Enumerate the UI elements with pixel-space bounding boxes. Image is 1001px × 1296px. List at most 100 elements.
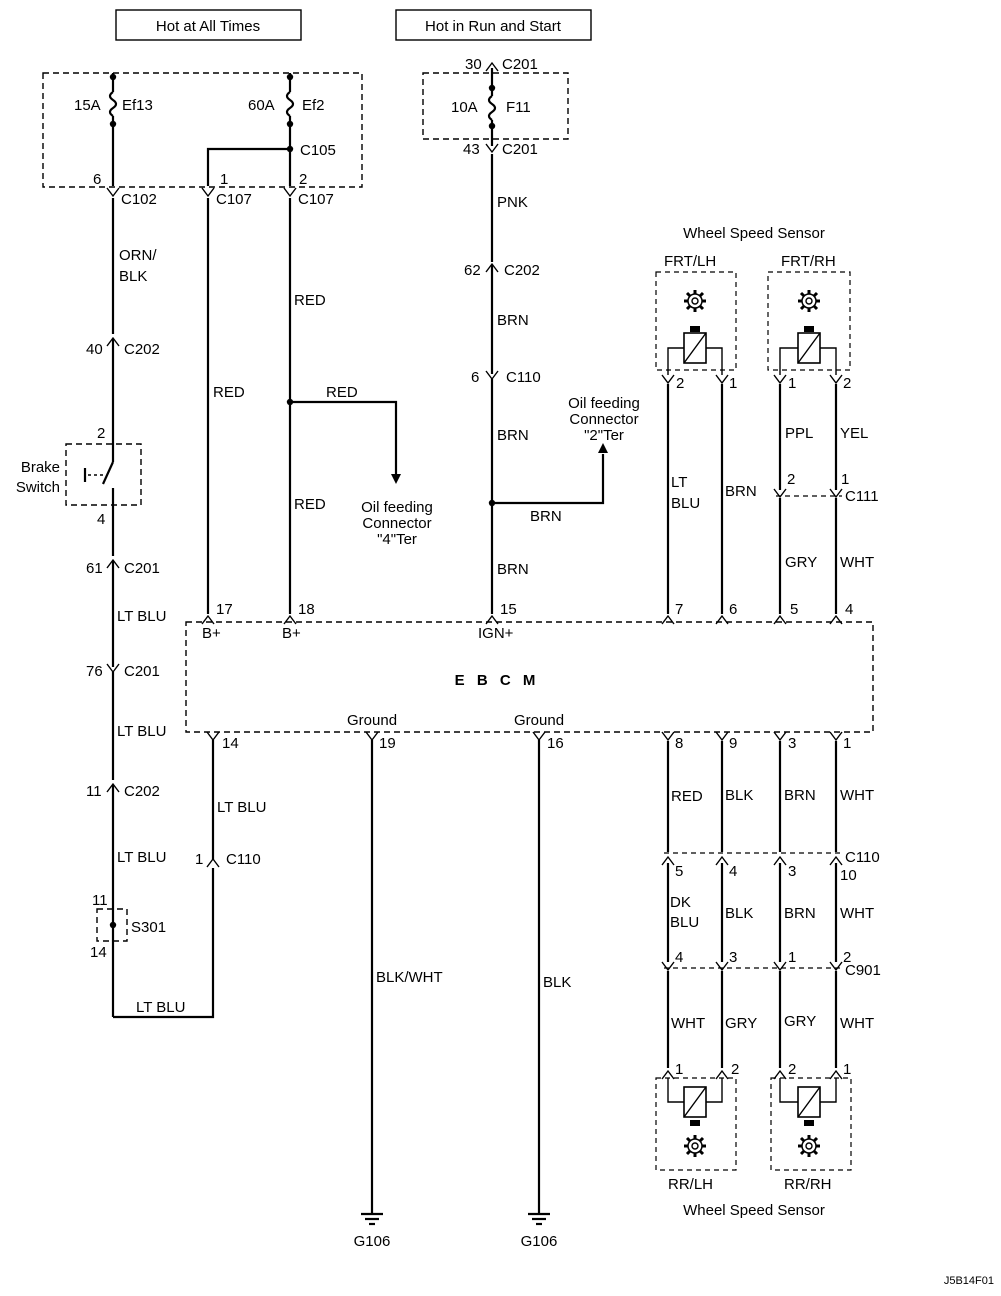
- pin-5-c110: 5: [675, 863, 683, 880]
- conn-c201-mid: C201: [502, 141, 538, 158]
- conn-s301: S301: [131, 919, 166, 936]
- gear-icon: [682, 288, 708, 314]
- wire-blu: BLU: [671, 495, 700, 512]
- pin-2-frt-lh: 2: [676, 375, 684, 392]
- pin-2-rr-rh: 2: [788, 1061, 796, 1078]
- pin-8-ebcm: 8: [675, 735, 683, 752]
- ebcm-ign-plus: IGN+: [478, 625, 514, 642]
- ebcm-ground-2: Ground: [514, 712, 564, 729]
- wire-brn-d: BRN: [530, 508, 562, 525]
- wire-brn-rear-a: BRN: [784, 787, 816, 804]
- wire-wht-rear-a: WHT: [840, 787, 874, 804]
- oil-feed-4-label-2: Connector: [362, 515, 431, 532]
- ebcm-module: E B C M: [185, 621, 874, 733]
- conn-c110-rear: C110: [845, 849, 880, 866]
- pin-19: 19: [379, 735, 396, 752]
- wire-blu-rear: BLU: [670, 914, 699, 931]
- pin-4-ebcm: 4: [845, 601, 853, 618]
- pin-1-rr-lh: 1: [675, 1061, 683, 1078]
- pin-14-ebcm: 14: [222, 735, 239, 752]
- pin-4-c110: 4: [729, 863, 737, 880]
- conn-c111: C111: [845, 488, 879, 505]
- pin-3-c110: 3: [788, 863, 796, 880]
- pin-6-ebcm: 6: [729, 601, 737, 618]
- wire-brn-a: BRN: [497, 312, 529, 329]
- conn-c202-a: C202: [124, 341, 160, 358]
- wire-lt-blu-d: LT BLU: [136, 999, 185, 1016]
- wire-lt: LT: [671, 474, 687, 491]
- wire-gry-front: GRY: [785, 554, 817, 571]
- wire-yel: YEL: [840, 425, 868, 442]
- brake-switch: 2 4 Brake Switch: [16, 425, 142, 528]
- pin-1-c110-left: 1: [195, 851, 203, 868]
- fuse-ef13-symbol: [108, 91, 118, 117]
- pin-2-c901: 2: [843, 949, 851, 966]
- pin-3-ebcm: 3: [788, 735, 796, 752]
- fuse-block-f11: 30 C201 10A F11: [422, 56, 569, 146]
- wire-brn-frt-lh: BRN: [725, 483, 757, 500]
- wire-blk-rear-a: BLK: [725, 787, 753, 804]
- oil-feed-4-label-1: Oil feeding: [361, 499, 433, 516]
- pin-15: 15: [500, 601, 517, 618]
- pin-1-ebcm: 1: [843, 735, 851, 752]
- pin-14-s301: 14: [90, 944, 107, 961]
- pin-62: 62: [464, 262, 481, 279]
- pin-16: 16: [547, 735, 564, 752]
- conn-c201-c: C201: [124, 663, 160, 680]
- brake-switch-label-2: Switch: [16, 479, 60, 496]
- pin-4-brake: 4: [97, 511, 105, 528]
- wire-orn-blk-1: ORN/: [119, 247, 157, 264]
- splice-s301: 11 14 S301: [90, 892, 166, 961]
- pin-61: 61: [86, 560, 103, 577]
- rr-rh-label: RR/RH: [784, 1176, 832, 1193]
- wire-wht-rr-lh: WHT: [671, 1015, 705, 1032]
- wire-red-c: RED: [294, 496, 326, 513]
- pin-6-c102: 6: [93, 171, 101, 188]
- pin-4-c901: 4: [675, 949, 683, 966]
- frt-lh-label: FRT/LH: [664, 253, 716, 270]
- pin-1-c107: 1: [220, 171, 228, 188]
- frt-rh-label: FRT/RH: [781, 253, 836, 270]
- pin-76: 76: [86, 663, 103, 680]
- header-hot-all-times-label: Hot at All Times: [156, 18, 260, 35]
- wheel-sensor-frt-lh: [655, 271, 737, 375]
- conn-c105: C105: [300, 142, 336, 159]
- figure-code: J5B14F01: [944, 1275, 994, 1287]
- pin-43: 43: [463, 141, 480, 158]
- oil-feed-2-label-3: "2"Ter: [584, 427, 624, 444]
- pin-6-c110: 6: [471, 369, 479, 386]
- fuse-ef13-amp: 15A: [74, 97, 101, 114]
- pin-9-ebcm: 9: [729, 735, 737, 752]
- pin-1-rr-rh: 1: [843, 1061, 851, 1078]
- oil-feed-2-label-2: Connector: [569, 411, 638, 428]
- wire-brn-b: BRN: [497, 427, 529, 444]
- conn-c901: C901: [845, 962, 881, 979]
- pin-7-ebcm: 7: [675, 601, 683, 618]
- pin-2-frt-rh: 2: [843, 375, 851, 392]
- pin-1-c111: 1: [841, 471, 849, 488]
- pin-1-frt-rh: 1: [788, 375, 796, 392]
- wire-lt-blu-b: LT BLU: [117, 723, 166, 740]
- pin-2-c107: 2: [299, 171, 307, 188]
- conn-c110-left: C110: [226, 851, 261, 868]
- wire-blk-wht: BLK/WHT: [376, 969, 443, 986]
- wheel-sensor-rr-rh: [770, 1077, 852, 1171]
- fuse-ef2-name: Ef2: [302, 97, 325, 114]
- wire-red-a: RED: [213, 384, 245, 401]
- wheel-sensor-rr-lh: [655, 1077, 737, 1171]
- gear-icon: [796, 288, 822, 314]
- conn-c102: C102: [121, 191, 157, 208]
- ebcm-b-plus-1: B+: [202, 625, 221, 642]
- pin-2-brake: 2: [97, 425, 105, 442]
- wire-red-d: RED: [326, 384, 358, 401]
- ebcm-b-plus-2: B+: [282, 625, 301, 642]
- ground-g106-left: [361, 1212, 383, 1226]
- wire-gry-rr-rh: GRY: [784, 1013, 816, 1030]
- pin-17: 17: [216, 601, 233, 618]
- pin-10-c110: 10: [840, 867, 857, 884]
- gear-icon: [682, 1133, 708, 1159]
- wire-blk-rear-b: BLK: [725, 905, 753, 922]
- pin-5-ebcm: 5: [790, 601, 798, 618]
- conn-c202-c: C202: [504, 262, 540, 279]
